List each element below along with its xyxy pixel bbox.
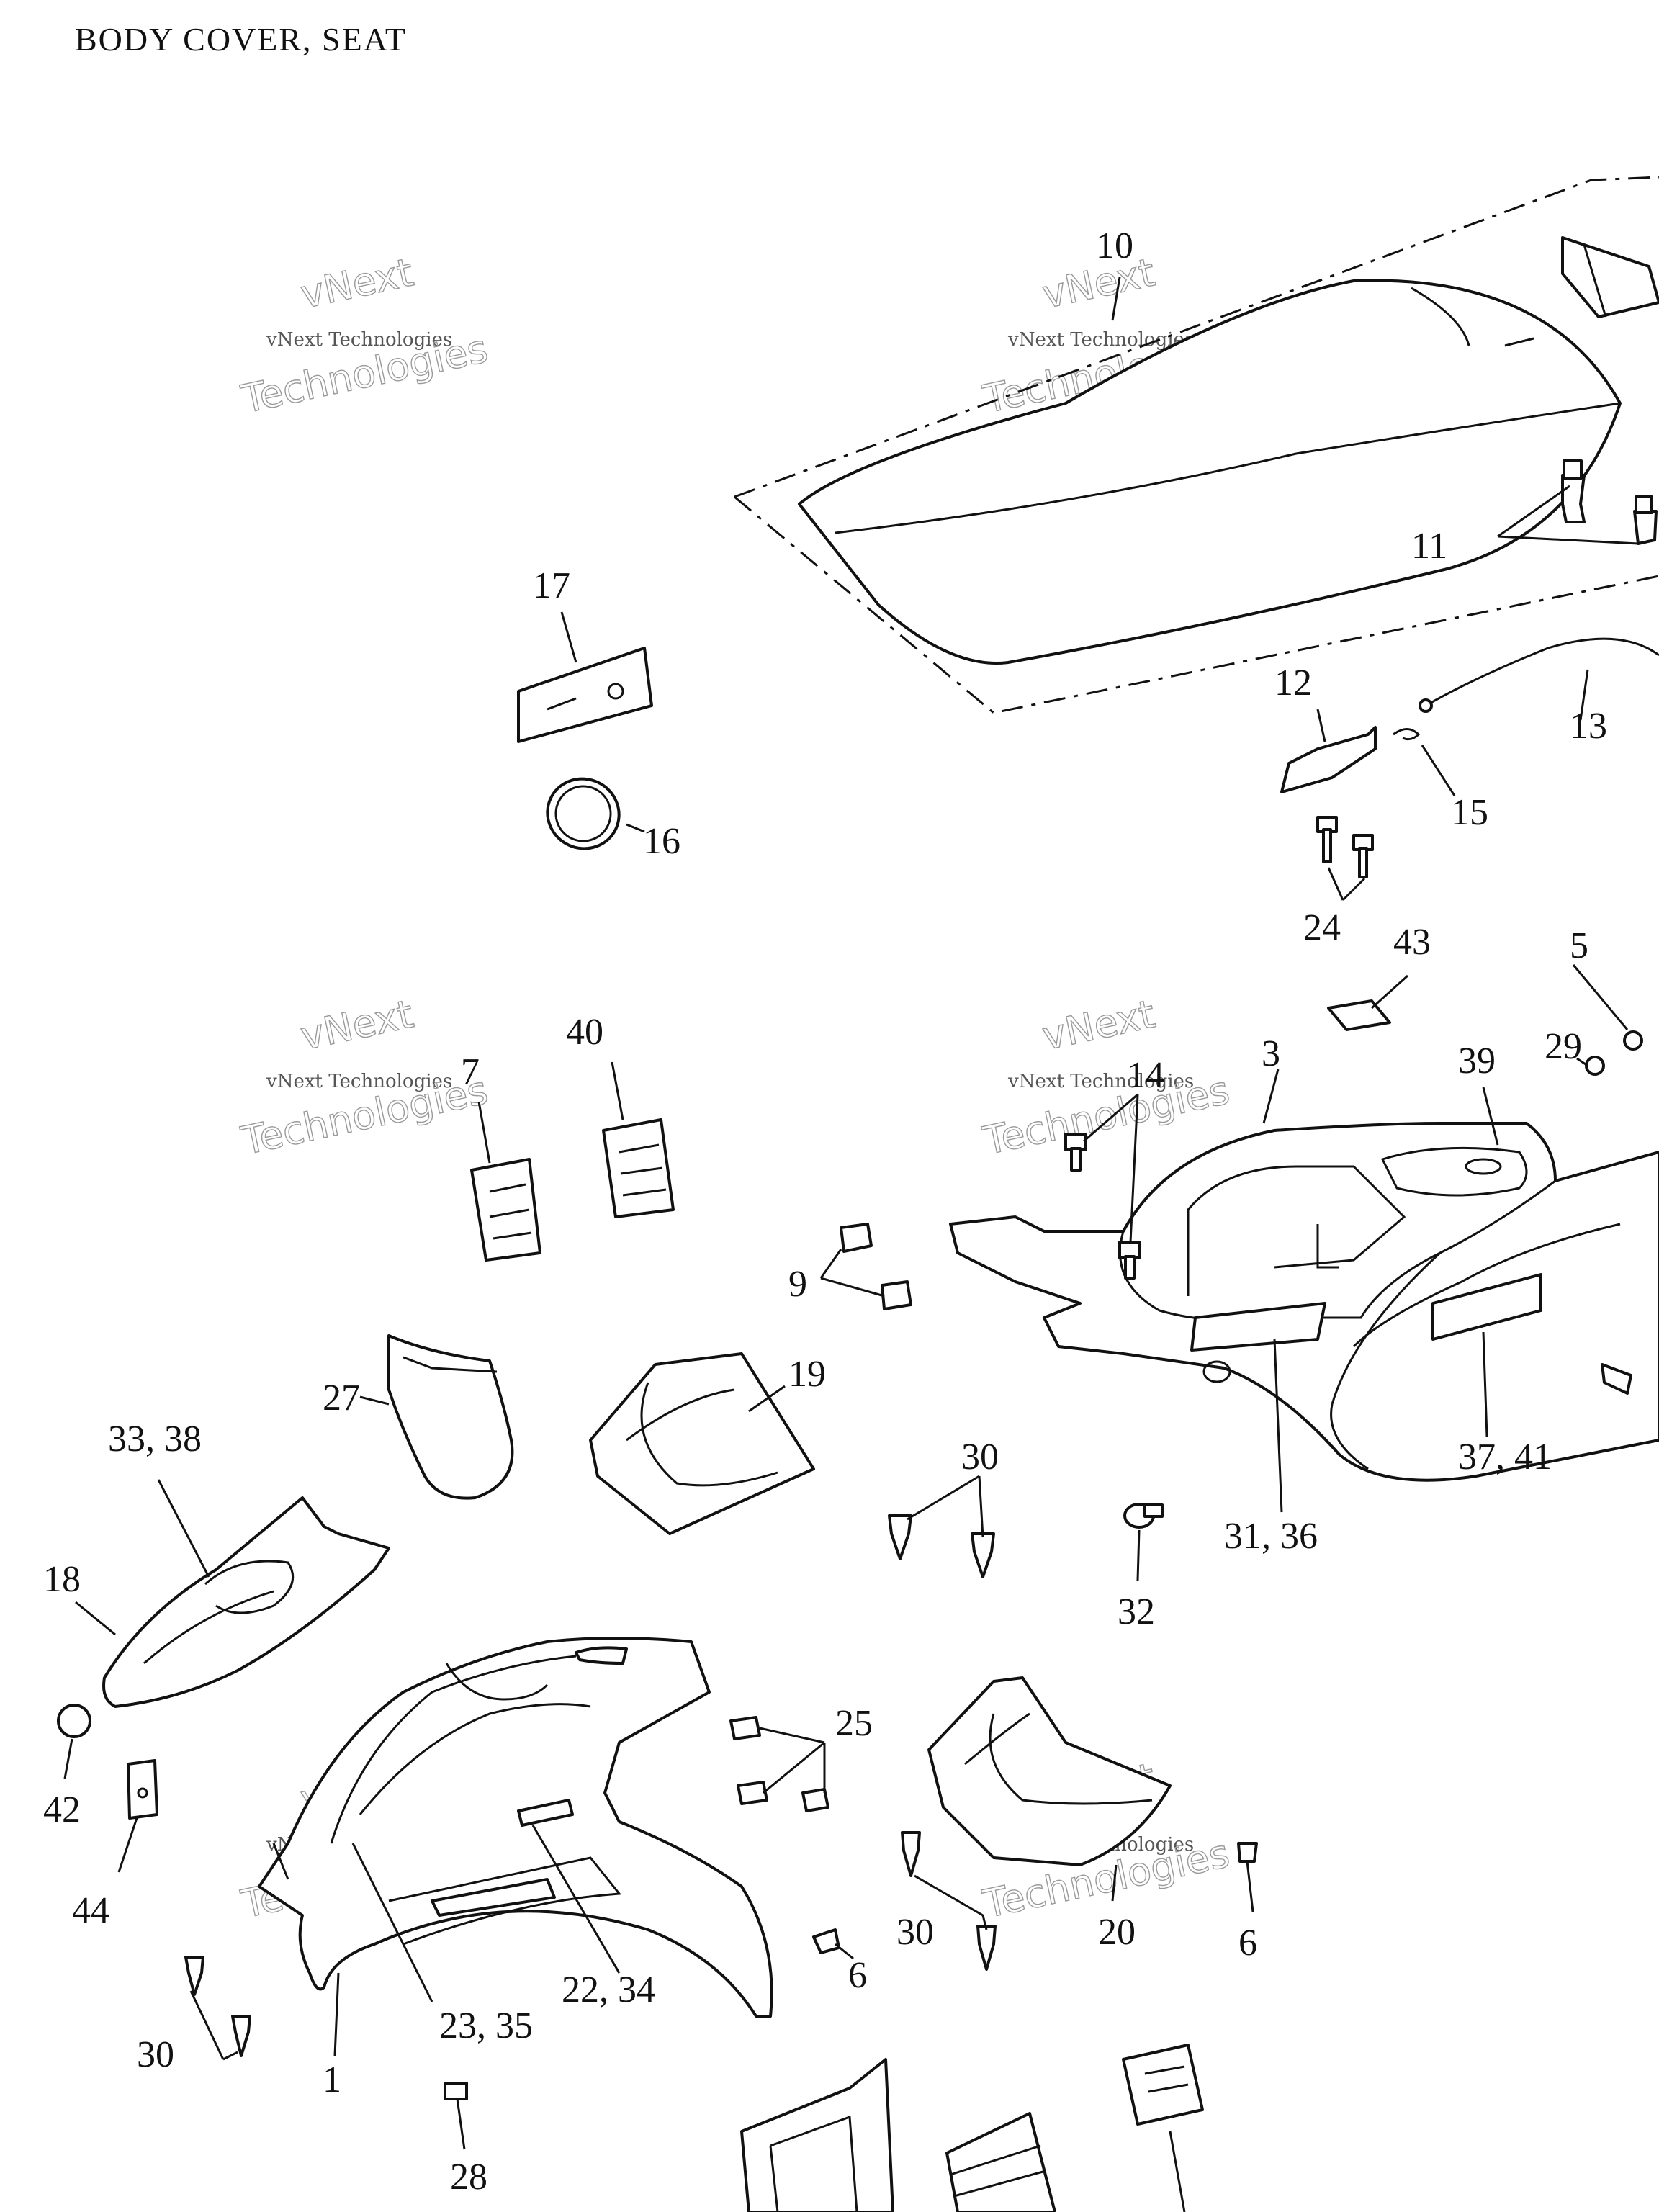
rear-fender bbox=[949, 999, 1659, 1482]
part-20-panel bbox=[927, 1676, 1172, 1866]
front-fender bbox=[184, 1637, 1258, 2100]
callout-5: 5 bbox=[1570, 925, 1588, 966]
callout-10: 10 bbox=[1096, 225, 1133, 266]
callout-16: 16 bbox=[643, 821, 680, 862]
callout-23-35: 23, 35 bbox=[439, 2005, 533, 2046]
callout-9: 9 bbox=[788, 1264, 807, 1305]
callout-28: 28 bbox=[450, 2157, 487, 2198]
callout-3: 3 bbox=[1262, 1033, 1280, 1074]
callout-30-upper: 30 bbox=[961, 1437, 999, 1478]
callout-6-left: 6 bbox=[848, 1955, 867, 1996]
part-18-guard bbox=[57, 1496, 390, 1820]
callout-17: 17 bbox=[533, 565, 570, 606]
callout-25: 25 bbox=[835, 1703, 873, 1744]
callout-15: 15 bbox=[1451, 792, 1488, 833]
callout-12: 12 bbox=[1274, 662, 1312, 703]
small-hardware bbox=[729, 1503, 1164, 1971]
callout-1: 1 bbox=[323, 2059, 341, 2100]
svg-text:vNext: vNext bbox=[1038, 991, 1159, 1058]
callout-22-34: 22, 34 bbox=[562, 1969, 655, 2010]
svg-text:vNext Technologies: vNext Technologies bbox=[266, 329, 452, 351]
callout-29: 29 bbox=[1545, 1026, 1582, 1067]
callout-39: 39 bbox=[1458, 1040, 1496, 1082]
callout-14: 14 bbox=[1127, 1055, 1164, 1096]
svg-text:vNext Technologies: vNext Technologies bbox=[1007, 1071, 1194, 1092]
callout-20: 20 bbox=[1098, 1912, 1136, 1953]
callout-6-right: 6 bbox=[1238, 1923, 1257, 1964]
callout-7: 7 bbox=[461, 1051, 480, 1092]
bottom-parts bbox=[740, 2044, 1204, 2212]
callout-19: 19 bbox=[788, 1354, 826, 1395]
svg-text:vNext: vNext bbox=[297, 991, 417, 1058]
watermark: vNext vNext Technologies Technologies bbox=[237, 249, 493, 423]
callout-32: 32 bbox=[1118, 1591, 1155, 1632]
parts-17-16 bbox=[517, 647, 653, 850]
callout-24: 24 bbox=[1303, 907, 1341, 948]
svg-text:vNext Technologies: vNext Technologies bbox=[1007, 329, 1194, 351]
callout-44: 44 bbox=[72, 1890, 109, 1931]
callout-40: 40 bbox=[566, 1012, 603, 1053]
callout-labels: 10 11 12 13 15 17 16 24 43 5 29 39 3 14 … bbox=[43, 225, 1607, 2198]
callout-42: 42 bbox=[43, 1789, 81, 1830]
callout-30-lower: 30 bbox=[896, 1912, 934, 1953]
callout-27: 27 bbox=[323, 1377, 360, 1419]
clips-9 bbox=[840, 1223, 912, 1310]
seat-assembly bbox=[734, 176, 1659, 878]
svg-text:vNext Technologies: vNext Technologies bbox=[266, 1071, 452, 1092]
callout-31-36: 31, 36 bbox=[1224, 1516, 1318, 1557]
callout-43: 43 bbox=[1393, 922, 1431, 963]
callout-30-left: 30 bbox=[137, 2034, 174, 2075]
callout-11: 11 bbox=[1411, 526, 1447, 567]
leader-lines bbox=[63, 276, 1639, 2212]
callout-33-38: 33, 38 bbox=[108, 1419, 202, 1460]
watermark: vNext vNext Technologies Technologies bbox=[979, 991, 1234, 1164]
page-title: BODY COVER, SEAT bbox=[75, 21, 407, 58]
watermark: vNext vNext Technologies Technologies bbox=[237, 991, 493, 1164]
parts-27-19 bbox=[387, 1334, 815, 1535]
callout-18: 18 bbox=[43, 1559, 81, 1600]
callout-37-41: 37, 41 bbox=[1458, 1437, 1552, 1478]
svg-text:vNext: vNext bbox=[297, 249, 417, 317]
labels-7-40 bbox=[470, 1118, 675, 1262]
callout-13: 13 bbox=[1570, 706, 1607, 747]
